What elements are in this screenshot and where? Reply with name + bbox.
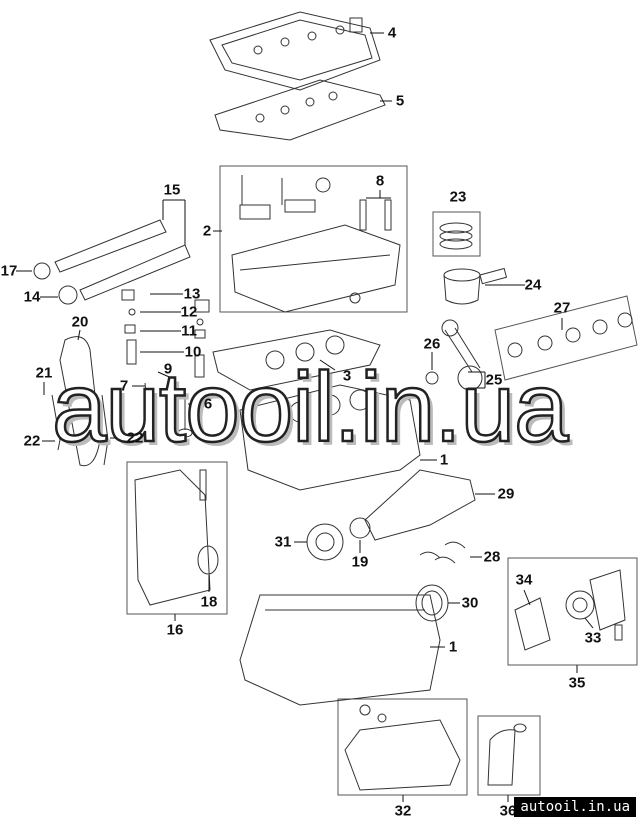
site-badge: autooil.in.ua (514, 797, 636, 817)
callout-34: 34 (515, 571, 533, 589)
thrust-washers (419, 541, 466, 564)
lower-crankcase (239, 594, 441, 706)
callout-16: 16 (166, 621, 184, 639)
callout-8: 8 (375, 172, 385, 190)
callout-5: 5 (395, 92, 405, 110)
oil-pump (514, 569, 626, 651)
main-bearings (507, 312, 633, 358)
group-boxes (126, 165, 638, 796)
callout-32: 32 (394, 802, 412, 820)
callout-14: 14 (23, 288, 41, 306)
camshafts (33, 219, 191, 305)
callout-4: 4 (387, 24, 397, 42)
callout-10: 10 (184, 343, 202, 361)
callout-19: 19 (351, 553, 369, 571)
callout-17: 17 (0, 262, 18, 280)
callout-15: 15 (163, 181, 181, 199)
callout-12: 12 (180, 303, 198, 321)
head-gasket (212, 329, 381, 391)
callout-36: 36 (499, 802, 517, 820)
timing-chain (51, 336, 109, 467)
callout-33: 33 (584, 629, 602, 647)
watermark: autooil.in.ua (51, 352, 570, 462)
crankshaft (349, 469, 476, 541)
connecting-rod (425, 319, 483, 391)
cylinder-head (231, 175, 401, 313)
valve-cover-gasket (214, 79, 386, 141)
callout-22-right: 22 (126, 429, 144, 447)
callout-18: 18 (200, 593, 218, 611)
callout-29: 29 (497, 485, 515, 503)
callout-24: 24 (524, 276, 542, 294)
callout-1-lower: 1 (448, 638, 458, 656)
crank-pulley (306, 523, 344, 561)
callout-3: 3 (342, 367, 352, 385)
callout-7: 7 (119, 377, 129, 395)
engine-block (239, 384, 421, 491)
callout-9: 9 (163, 360, 173, 378)
callout-30: 30 (461, 594, 479, 612)
callout-23: 23 (449, 188, 467, 206)
callout-11: 11 (181, 322, 197, 340)
leader-lines (16, 32, 594, 802)
valve-train-parts (121, 289, 210, 438)
callout-26: 26 (423, 335, 441, 353)
callout-35: 35 (568, 674, 586, 692)
callout-2: 2 (202, 222, 212, 240)
valve-cover (209, 11, 381, 91)
callout-1-block: 1 (439, 451, 449, 469)
callout-27: 27 (553, 299, 571, 317)
callout-20: 20 (71, 313, 89, 331)
callout-21: 21 (35, 364, 53, 382)
piston (443, 267, 508, 305)
timing-cover (134, 469, 219, 606)
callout-31: 31 (274, 533, 292, 551)
oil-pan (344, 704, 461, 791)
callout-25: 25 (485, 371, 503, 389)
callout-28: 28 (483, 548, 501, 566)
callout-22-left: 22 (23, 432, 41, 450)
piston-rings (439, 222, 473, 250)
oil-strainer (487, 723, 527, 786)
callout-6: 6 (203, 395, 213, 413)
callout-13: 13 (183, 285, 201, 303)
